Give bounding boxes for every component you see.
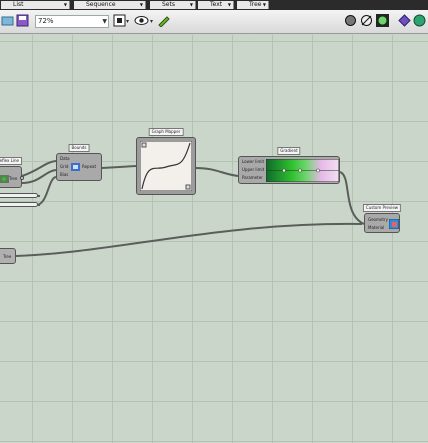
repeat-icon [71,163,80,171]
grasshopper-canvas[interactable] [0,35,428,443]
zoom-dropdown[interactable]: 72%▼ [35,15,109,28]
tab-tree[interactable]: Tree▼ [237,1,269,9]
sketch-pen-icon[interactable] [157,14,170,27]
preview-wire-icon[interactable] [360,14,373,27]
tree-param-component[interactable]: Tree [0,248,16,264]
tab-sets[interactable]: Sets▼ [150,1,196,9]
chevron-down-icon: ▼ [102,18,107,25]
reflex-line-component[interactable]: Reflex Line Tree [0,157,24,188]
preview-shaded-icon[interactable] [344,14,357,27]
zoom-extents-icon[interactable] [113,14,126,27]
svg-text:▾: ▾ [150,18,153,25]
chevron-down-icon[interactable]: ▾ [126,14,132,27]
bake-icon[interactable] [398,14,411,27]
canvas-toolbar: 72%▼ ▾ ▾ [0,10,428,34]
graph-mapper-plot[interactable] [140,141,192,191]
solver-icon[interactable] [413,14,426,27]
number-slider[interactable] [0,193,38,198]
custom-preview-icon [389,219,399,229]
number-slider[interactable] [0,202,38,207]
tab-text[interactable]: Text▼ [198,1,234,9]
component-category-bar: List▼ Sequence▼ Sets▼ Text▼ Tree▼ [0,0,428,10]
tab-sequence[interactable]: Sequence▼ [74,1,146,9]
tab-list[interactable]: List▼ [1,1,70,9]
chevron-down-icon[interactable]: ▾ [150,14,156,27]
graph-mapper-component[interactable]: Graph Mapper [136,128,196,195]
gradient-bar[interactable] [266,159,339,182]
output-grip[interactable] [20,176,24,180]
preview-eye-icon[interactable] [134,14,149,27]
preview-selected-icon[interactable] [376,14,389,27]
reflex-icon [0,175,9,183]
custom-preview-component[interactable]: Custom Preview Geometry Material [362,204,402,233]
save-icon[interactable] [16,14,29,27]
open-file-icon[interactable] [1,14,14,27]
gradient-component[interactable]: Gradient Lower limit Upper limit Paramet… [238,147,340,184]
bounds-component[interactable]: Bounds Data Grid Bias Repeat [56,144,102,181]
svg-text:▾: ▾ [126,18,129,25]
